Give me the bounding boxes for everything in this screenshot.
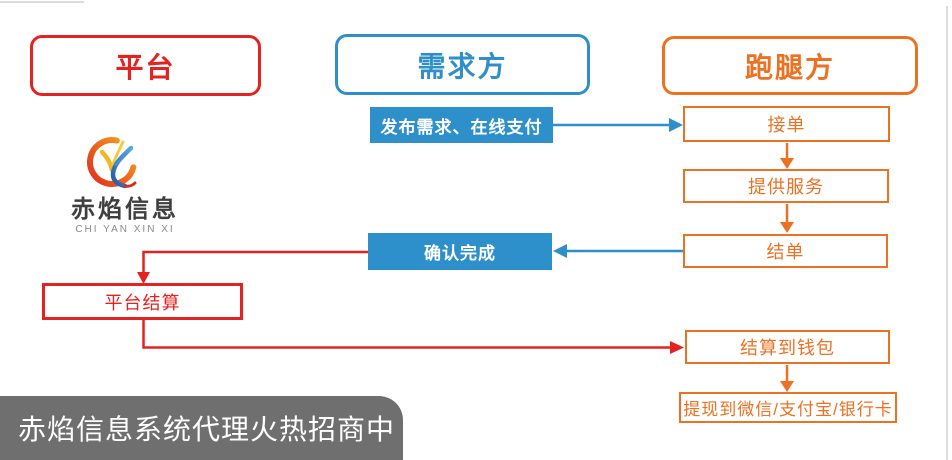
node-confirm-complete: 确认完成 (368, 233, 552, 270)
header-runner-label: 跑腿方 (744, 51, 835, 83)
node-accept-order: 接单 (683, 106, 890, 142)
flame-swirl-icon (87, 137, 137, 189)
company-logo: 赤焰信息 CHI YAN XIN XI (60, 136, 190, 235)
promo-banner-text: 赤焰信息系统代理火热招商中 (18, 414, 396, 445)
node-provide-service-label: 提供服务 (748, 177, 824, 197)
top-edge-line (0, 1, 84, 3)
logo-title: 赤焰信息 (71, 196, 179, 223)
node-finish-order-label: 结单 (766, 242, 805, 262)
promo-banner: 赤焰信息系统代理火热招商中 (0, 396, 403, 460)
node-publish-demand-label: 发布需求、在线支付 (380, 117, 543, 137)
node-withdraw-label: 提现到微信/支付宝/银行卡 (683, 400, 893, 419)
logo-subtitle: CHI YAN XIN XI (75, 224, 175, 236)
right-edge-line (946, 6, 948, 460)
header-platform: 平台 (30, 35, 261, 96)
node-platform-settle-label: 平台结算 (104, 292, 181, 313)
node-finish-order: 结单 (683, 234, 888, 268)
node-platform-settle: 平台结算 (42, 283, 243, 320)
header-demand: 需求方 (335, 34, 590, 95)
node-accept-order-label: 接单 (767, 115, 806, 135)
node-withdraw: 提现到微信/支付宝/银行卡 (679, 392, 897, 423)
node-publish-demand: 发布需求、在线支付 (370, 107, 553, 143)
node-settle-to-wallet: 结算到钱包 (685, 330, 890, 364)
header-demand-label: 需求方 (417, 50, 508, 82)
header-runner: 跑腿方 (662, 36, 918, 95)
node-settle-to-wallet-label: 结算到钱包 (740, 338, 835, 358)
node-confirm-complete-label: 确认完成 (424, 244, 496, 263)
node-provide-service: 提供服务 (683, 169, 889, 203)
header-platform-label: 平台 (115, 51, 176, 83)
